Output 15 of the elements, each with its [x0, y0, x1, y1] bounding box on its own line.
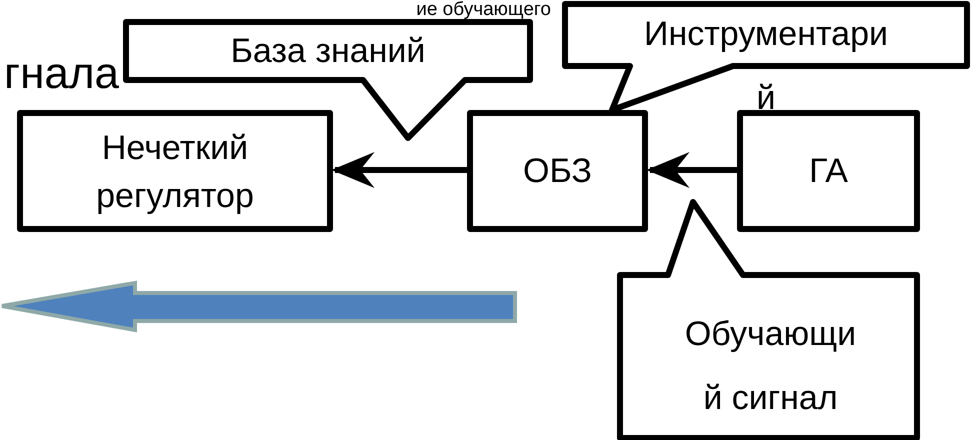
- node-label: База знаний: [230, 31, 426, 72]
- node-label: Инструментари й: [644, 14, 888, 119]
- node-label: ГА: [808, 151, 849, 192]
- node-label: ОБЗ: [522, 151, 593, 192]
- process-box: [17, 110, 333, 232]
- arrow: [646, 152, 737, 188]
- callout-box: [562, 0, 970, 112]
- title-text: гнала: [4, 52, 119, 96]
- arrow: [331, 152, 467, 188]
- title-text: ие обучающего: [416, 0, 551, 19]
- callout-box: [617, 202, 920, 438]
- process-box: [467, 110, 648, 232]
- node-label: Нечеткий регулятор: [96, 128, 254, 217]
- process-box: [737, 110, 920, 232]
- node-label: Обучающи й сигнал: [684, 314, 858, 419]
